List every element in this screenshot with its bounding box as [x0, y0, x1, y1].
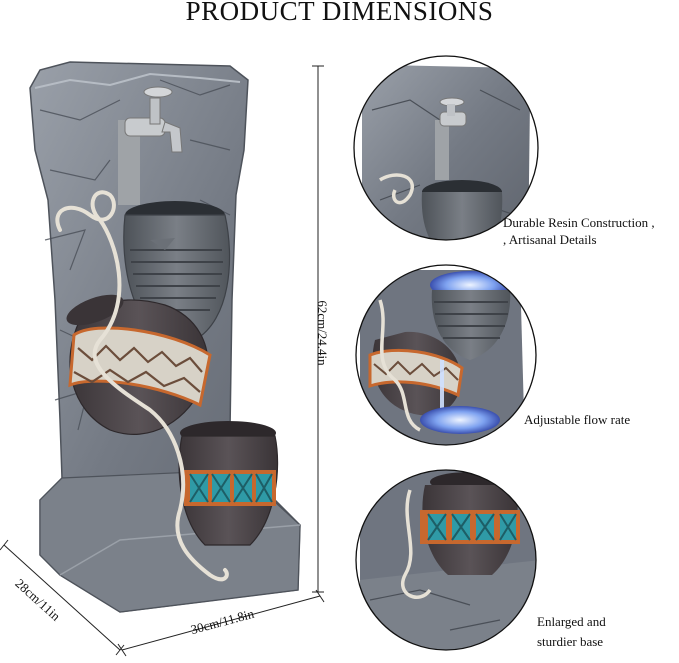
height-dimension-line [312, 65, 324, 593]
detail-circle-base [355, 469, 537, 651]
depth-dimension-line [0, 539, 125, 656]
feature-resin-line2: , Artisanal Details [503, 232, 597, 247]
detail-circle-resin [353, 55, 539, 241]
width-dimension-line [117, 589, 325, 657]
height-label: 62cm/24.4in [315, 300, 330, 366]
feature-resin-line1: Durable Resin Construction , [503, 215, 655, 230]
feature-base-text: Enlarged and sturdier base [537, 612, 606, 652]
feature-flow-text: Adjustable flow rate [524, 411, 630, 428]
page-title: PRODUCT DIMENSIONS [185, 0, 494, 26]
feature-resin-text: Durable Resin Construction , , Artisanal… [503, 214, 655, 248]
feature-base-line2: sturdier base [537, 634, 604, 649]
bottom-pot [178, 421, 279, 546]
feature-base-line1: Enlarged and [537, 614, 606, 629]
detail-circle-flow [355, 264, 537, 446]
rope [55, 190, 229, 582]
faucet [118, 86, 183, 205]
feature-flow-line1: Adjustable flow rate [524, 412, 631, 427]
